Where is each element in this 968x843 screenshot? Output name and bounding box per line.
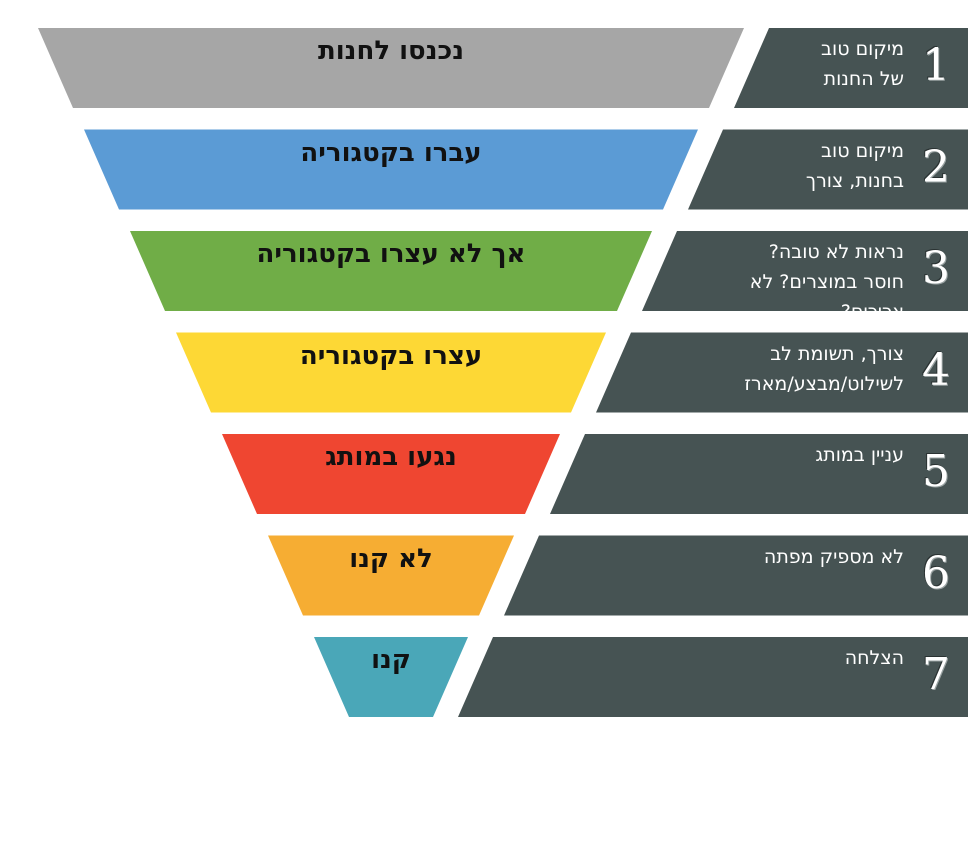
step-1-text: מיקום טוב של החנות [821, 38, 904, 90]
step-panel-2 [688, 129, 968, 210]
funnel-stage-0-label: נכנסו לחנות [318, 36, 464, 66]
funnel-stage-5 [268, 535, 514, 616]
funnel-stage-3 [176, 332, 606, 413]
funnel-stage-1 [84, 129, 698, 210]
step-panel-7 [458, 637, 968, 717]
step-panel-3 [642, 231, 968, 311]
step-5-number: 5 [922, 446, 950, 497]
step-3-text: נראות לא טובה? חוסר במוצרים? לא צריכים? [749, 241, 904, 311]
funnel-layer [38, 28, 744, 717]
funnel-stage-2-label: אך לא עצרו בקטגוריה [256, 239, 526, 269]
step-panel-1 [734, 28, 968, 108]
side-panel-layer [458, 28, 968, 717]
funnel-stage-2 [130, 231, 652, 311]
step-6-number: 6 [922, 547, 950, 599]
funnel-stage-4-label: נגעו במותג [325, 442, 457, 472]
step-2-number: 2 [922, 141, 950, 193]
funnel-stage-3-label: עצרו בקטגוריה [299, 340, 483, 371]
step-panel-5 [550, 434, 968, 514]
step-6-text: לא מספיק מפתה [763, 545, 904, 568]
funnel-stage-4 [222, 434, 560, 514]
step-panel-6 [504, 535, 968, 616]
step-panel-4 [596, 332, 968, 413]
step-1-number: 1 [922, 40, 950, 91]
step-4-number: 4 [922, 344, 950, 396]
funnel-stage-1-label: עברו בקטגוריה [300, 137, 482, 168]
funnel-stage-5-label: לא קנו [349, 543, 433, 574]
funnel-stage-0 [38, 28, 744, 108]
step-3-number: 3 [922, 243, 950, 294]
step-7-number: 7 [922, 649, 950, 700]
step-7-text: הצלחה [844, 647, 904, 669]
step-5-text: עניין במותג [815, 444, 904, 466]
step-2-text: מיקום טוב בחנות, צורך [805, 139, 904, 192]
funnel-stage-6 [314, 637, 468, 717]
step-4-text: צורך, תשומת לב לשילוט/מבצע/מארז [744, 342, 904, 395]
funnel-stage-6-label: קנו [371, 645, 411, 675]
